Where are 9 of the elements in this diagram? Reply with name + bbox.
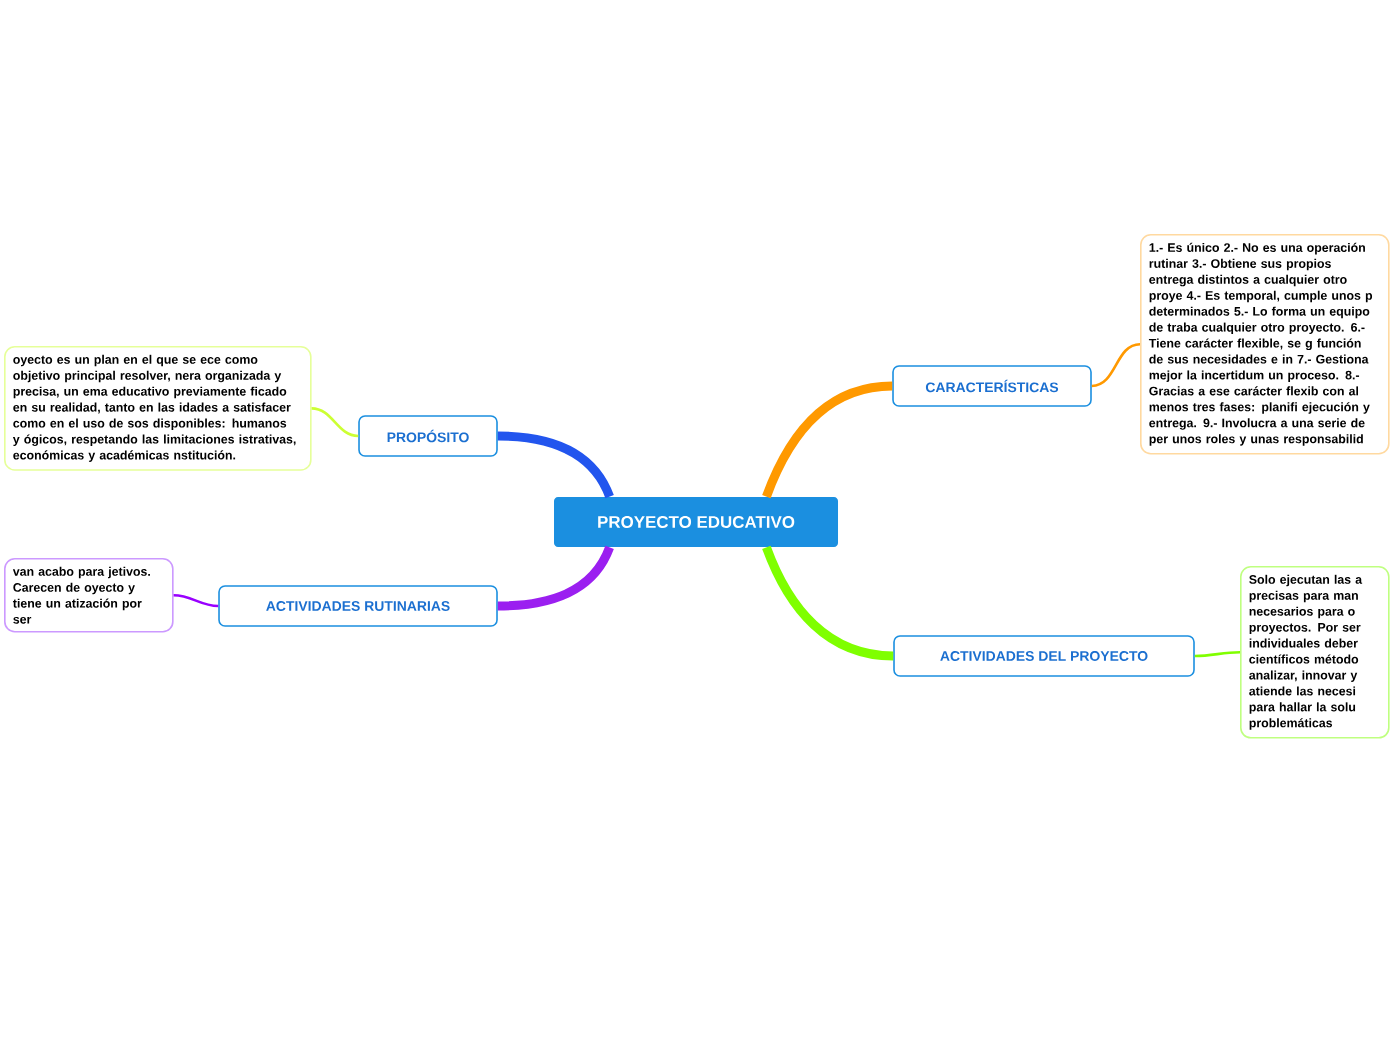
central-topic-box: PROYECTO EDUCATIVO (554, 497, 838, 547)
branch-line (311, 407, 359, 438)
branch-line (1194, 650, 1241, 658)
branch-line (497, 431, 614, 499)
branch-line (497, 545, 614, 611)
branch-line (762, 545, 894, 661)
branch-line (1091, 342, 1141, 388)
branch-line (173, 593, 219, 608)
branch-line (762, 381, 893, 499)
